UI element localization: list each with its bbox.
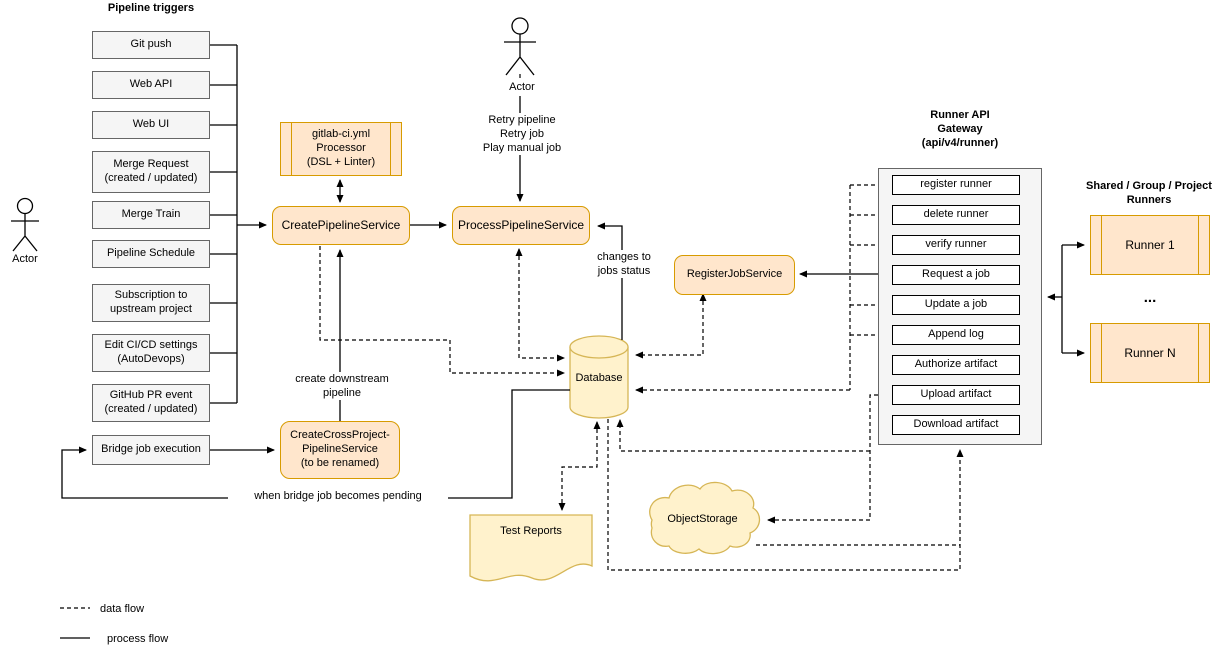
legend-data-flow-label: data flow [100,603,145,615]
endpoint-verify-runner: verify runner [892,235,1020,255]
test-reports-document [469,514,593,582]
create-cross-project-pipeline-service-box: CreateCrossProject- PipelineService (to … [280,421,400,479]
top-actor-label: Actor [496,80,548,95]
object-storage-cloud [649,481,761,555]
endpoint-request-a-job: Request a job [892,265,1020,285]
runners-ellipsis: ... [1143,289,1157,306]
endpoint-download-artifact: Download artifact [892,415,1020,435]
register-job-service-box: RegisterJobService [674,255,795,295]
edge-label-bridge-pending: when bridge job becomes pending [228,489,448,504]
trigger-pipeline-schedule: Pipeline Schedule [92,240,210,268]
left-actor-figure [11,197,39,252]
edge-label-create-downstream: create downstream pipeline [276,372,408,401]
edge-label-changes-to-jobs: changes to jobs status [588,250,660,279]
endpoint-append-log: Append log [892,325,1020,345]
left-actor-label: Actor [12,253,38,265]
runner-1-box: Runner 1 [1090,215,1210,275]
gateway-title: Runner API Gateway (api/v4/runner) [921,109,999,150]
create-pipeline-service-box: CreatePipelineService [272,206,410,245]
runner-1-label: Runner 1 [1125,237,1175,252]
runner-n-label: Runner N [1124,345,1176,360]
triggers-title: Pipeline triggers [107,2,195,14]
trigger-web-ui: Web UI [92,111,210,139]
top-actor-actions: Retry pipeline Retry job Play manual job [455,113,589,156]
trigger-edit-cicd: Edit CI/CD settings (AutoDevops) [92,334,210,372]
legend-process-flow-label: process flow [107,633,169,645]
trigger-subscription: Subscription to upstream project [92,284,210,322]
trigger-merge-request: Merge Request (created / updated) [92,151,210,193]
gitlab-ci-yml-processor-box: gitlab-ci.yml Processor (DSL + Linter) [280,122,402,176]
process-pipeline-service-box: ProcessPipelineService [452,206,590,245]
endpoint-register-runner: register runner [892,175,1020,195]
endpoint-authorize-artifact: Authorize artifact [892,355,1020,375]
endpoint-delete-runner: delete runner [892,205,1020,225]
trigger-github-pr: GitHub PR event (created / updated) [92,384,210,422]
endpoint-update-a-job: Update a job [892,295,1020,315]
runners-title: Shared / Group / Project Runners [1086,180,1212,207]
database-cylinder [569,335,629,419]
object-storage-label: ObjectStorage [667,513,738,525]
gitlab-ci-yml-processor-label: gitlab-ci.yml Processor (DSL + Linter) [306,128,376,168]
bridge-job-execution-box: Bridge job execution [92,435,210,465]
endpoint-upload-artifact: Upload artifact [892,385,1020,405]
trigger-git-push: Git push [92,31,210,59]
test-reports-label: Test Reports [500,525,562,537]
database-label: Database [575,372,623,384]
trigger-web-api: Web API [92,71,210,99]
trigger-merge-train: Merge Train [92,201,210,229]
runner-n-box: Runner N [1090,323,1210,383]
top-actor-figure [504,17,536,76]
